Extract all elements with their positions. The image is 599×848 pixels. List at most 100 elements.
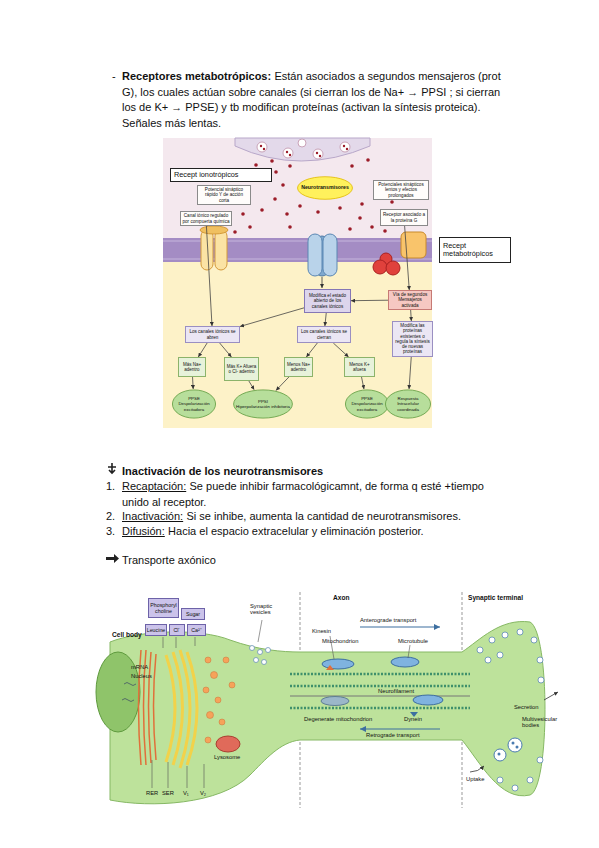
axon-figure	[258, 650, 263, 655]
region-label: Synaptic terminal	[468, 594, 523, 601]
axon-figure	[290, 696, 470, 697]
ion-box: Más K+ Afuera o Cl- adentro	[224, 357, 259, 381]
receptor-figure	[343, 145, 345, 147]
node-text: Vía de segundos Mensajeros activada	[391, 292, 430, 308]
receptor-figure	[298, 204, 302, 208]
node-text: Phosphoryl choline	[150, 602, 177, 614]
axon-figure	[254, 658, 259, 663]
axon-figure	[537, 757, 543, 763]
axon-figure	[508, 738, 522, 752]
receptor-figure	[281, 183, 285, 187]
process-box: Modifica las proteínas existentes o regu…	[392, 321, 433, 357]
text-layer: Recaptación:Se puede inhibir farmacológi…	[122, 479, 494, 510]
connector-arrow	[405, 226, 410, 290]
axon-figure	[531, 637, 537, 643]
node-text: Leucine	[147, 627, 166, 633]
text-layer: Receptores metabotrópicos:Están asociado…	[122, 69, 510, 131]
axon-figure	[152, 620, 410, 788]
receptor-figure	[340, 142, 350, 152]
receptor-figure	[257, 142, 267, 152]
receptor-figure	[285, 212, 289, 216]
receptor-figure	[260, 145, 262, 147]
axon-figure	[391, 657, 419, 667]
connector-arrow	[333, 343, 348, 357]
callout-box: Recept metabotrópicos	[439, 237, 511, 263]
molecule-box: Phosphoryl choline	[148, 598, 179, 618]
node-text: Recept metabotrópicos	[443, 242, 507, 259]
part-label: mRNA	[131, 664, 148, 670]
axon-figure	[229, 682, 235, 688]
axon-figure	[216, 736, 240, 752]
receptor-figure	[401, 232, 426, 258]
process-box: Los canales iónicos se cierran	[297, 326, 351, 343]
axon-figure	[527, 777, 533, 783]
result-ellipse: PPSIHiperpolarización inhibitoria	[233, 389, 293, 419]
receptor-figure	[200, 226, 228, 234]
part-label: Neurofilament	[378, 688, 414, 694]
axon-figure	[205, 657, 211, 663]
node-text: Canal iónico regulado por compuerta quím…	[183, 213, 230, 224]
receptor-figure	[288, 225, 292, 229]
receptor-figure	[316, 152, 318, 154]
ellipse-outline	[172, 390, 215, 418]
receptor-figure	[235, 138, 370, 161]
axon-figure	[544, 692, 558, 700]
receptor-figure	[323, 234, 337, 276]
axon-figure	[498, 753, 501, 756]
ion-box: Más Na+ adentro	[178, 357, 206, 377]
part-label: Cell body	[112, 631, 142, 638]
node-text: Modifica las proteínas existentes o regu…	[395, 323, 431, 355]
molecule-box: Cl⁻	[169, 624, 185, 636]
node-text: Despolarización excitadora	[174, 401, 215, 411]
node-text: Receptor asociado a la proteína G	[383, 212, 426, 223]
axon-figure	[205, 737, 211, 743]
receptor-figure	[273, 197, 277, 201]
part-label: RER	[146, 790, 158, 796]
part-label: Degenerate mitochondrion	[304, 716, 372, 722]
part-label: Kinesin	[312, 628, 331, 634]
bullet-icon	[106, 463, 119, 563]
part-label: Multivesicular bodies	[522, 716, 558, 729]
receptor-figure	[348, 227, 352, 231]
axon-figure	[290, 674, 470, 708]
receptor-figure	[358, 216, 362, 220]
part-label: Lysosome	[214, 754, 240, 760]
region-label: Axon	[333, 594, 349, 601]
receptor-figure	[248, 225, 252, 229]
node-text: Sugar	[186, 611, 200, 617]
axon-figure	[512, 785, 518, 791]
axon-figure	[250, 646, 271, 665]
node-text: Cl⁻	[173, 627, 180, 633]
receptor-figure	[370, 225, 374, 229]
receptor-figure	[298, 139, 306, 147]
part-label: V₂	[200, 790, 206, 796]
receptor-figure	[346, 148, 348, 150]
part-label: V₁	[183, 790, 189, 796]
axon-figure	[122, 683, 136, 702]
callout-box: Recept ionotrópicos	[170, 168, 272, 182]
node-text: PPSE	[361, 396, 373, 401]
result-ellipse: PPSEDespolarización excitadora	[345, 389, 389, 419]
list-number: 1.	[106, 479, 115, 495]
ellipse-outline	[298, 177, 353, 200]
note-box: Receptor asociado a la proteína G	[380, 209, 428, 226]
axon-figure	[322, 659, 354, 669]
term-heading: Receptores metabotrópicos:	[122, 70, 271, 82]
receptor-figure	[215, 230, 227, 270]
molecule-box: Sugar	[181, 608, 205, 620]
axon-figure	[266, 648, 271, 653]
node-text: PPSI	[258, 399, 268, 404]
receptor-figure	[383, 229, 387, 233]
receptor-figure	[241, 212, 245, 216]
node-text: Respuesta Intracelular coordinada	[387, 396, 430, 411]
bullet-icon	[106, 554, 119, 563]
receptor-figure	[163, 262, 432, 428]
axon-figure	[516, 746, 519, 749]
connector-arrow	[249, 381, 254, 390]
term-heading: Recaptación:	[122, 480, 186, 492]
list-number: 2.	[106, 509, 115, 525]
receptor-figure	[373, 260, 387, 274]
connector-arrow	[240, 308, 304, 327]
part-label: Dynein	[404, 716, 422, 722]
term-heading: Difusión:	[122, 525, 165, 537]
